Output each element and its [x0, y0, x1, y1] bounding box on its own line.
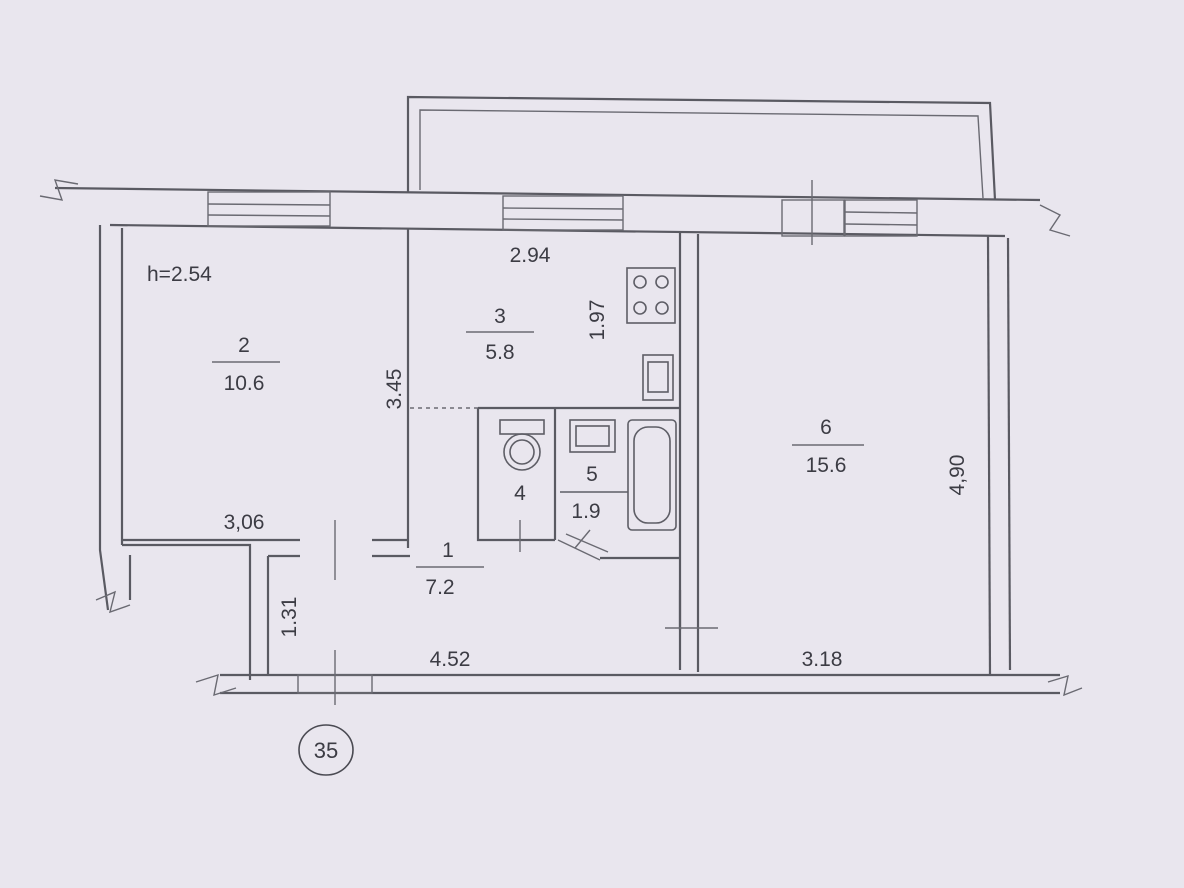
balcony-door	[781, 180, 845, 245]
hall-width-dimension: 4.52	[430, 648, 471, 671]
room-6-number: 6	[820, 416, 832, 439]
room-2-length-dimension: 3.45	[383, 369, 406, 410]
building-number-badge: 35	[298, 724, 354, 776]
balcony	[406, 95, 997, 201]
room-1-number: 1	[442, 539, 454, 562]
room-1-area: 7.2	[425, 576, 454, 599]
room-4-number: 4	[514, 482, 526, 505]
room-6-length-dimension: 4,90	[946, 455, 969, 496]
interior-walls	[122, 228, 718, 705]
outer-walls	[39, 179, 1083, 697]
hall-length-dimension: 1.31	[278, 597, 301, 638]
room-2-area: 10.6	[224, 372, 265, 395]
room-2-number: 2	[238, 334, 250, 357]
building-number: 35	[314, 738, 338, 763]
room-3-area: 5.8	[485, 341, 514, 364]
windows	[207, 191, 918, 694]
kitchen-length-dimension: 1.97	[586, 300, 609, 341]
room-6-width-dimension: 3.18	[802, 648, 843, 671]
kitchen-sink-icon	[642, 354, 674, 401]
room-5-area: 1.9	[571, 500, 600, 523]
stove-icon	[626, 267, 676, 324]
toilet-icon	[499, 419, 545, 471]
room-3-number: 3	[494, 305, 506, 328]
room-5-number: 5	[586, 463, 598, 486]
ceiling-height: h=2.54	[147, 263, 212, 286]
washbasin-icon	[569, 419, 616, 453]
room-2-width-dimension: 3,06	[224, 511, 265, 534]
kitchen-width-dimension: 2.94	[510, 244, 551, 267]
room-6-area: 15.6	[806, 454, 847, 477]
bathtub-icon	[627, 419, 677, 531]
